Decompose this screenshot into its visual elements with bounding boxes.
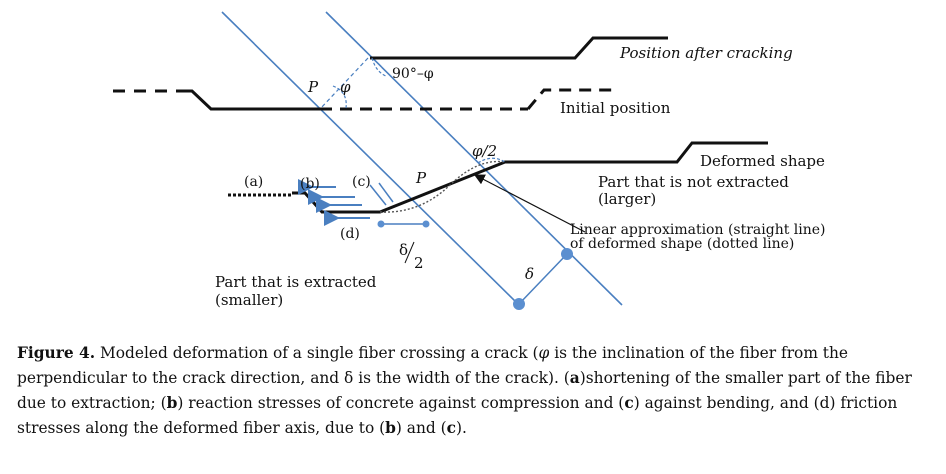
dimension-delta-dot-lower [513, 298, 525, 310]
label-d: (d) [340, 226, 360, 242]
label-delta: δ [525, 265, 534, 283]
label-linear-approx-2: of deformed shape (dotted line) [570, 236, 794, 252]
caption-text-8: ). [456, 419, 467, 437]
label-p-lower: P [415, 169, 427, 187]
label-delta-half-num: δ [399, 241, 408, 259]
label-extracted-1: Part that is extracted [215, 273, 377, 291]
label-initial-position: Initial position [560, 99, 671, 117]
fiber-crack-diagram: Position after cracking Initial position… [113, 11, 826, 310]
caption-text-2: is the inclination of the fiber from the… [17, 344, 849, 387]
delta-half-fraction-slash [404, 241, 415, 264]
caption-text-7: ) and ( [395, 419, 447, 437]
label-a: (a) [244, 174, 263, 190]
dimension-delta-dot-upper [561, 248, 573, 260]
dimension-dot-right [422, 220, 430, 228]
caption-figure-label: Figure 4. [17, 344, 96, 362]
caption-text-6: ) friction stresses along the deformed f… [17, 394, 898, 437]
label-c: (c) [352, 174, 371, 190]
leader-line-linear-approx [473, 174, 586, 233]
angle-arc-phi [332, 85, 347, 109]
label-not-extracted-1: Part that is not extracted [598, 173, 789, 191]
caption-ref-c: c [624, 394, 634, 412]
label-90-minus-phi: 90°–φ [392, 66, 434, 82]
caption-text-5: ) against bending, and ( [633, 394, 820, 412]
crack-line-left [221, 11, 520, 306]
fiber-initial-solid [180, 89, 320, 111]
label-phi: φ [340, 78, 351, 96]
fiber-deformed-curve-dotted [379, 160, 506, 213]
caption-text-4: ) reaction stresses of concrete against … [177, 394, 625, 412]
crack-line-right [325, 11, 623, 306]
angle-arc-90-minus-phi [371, 57, 387, 77]
label-p-upper: P [307, 78, 319, 96]
dimension-dot-left [377, 220, 385, 228]
figure-caption: Figure 4. Modeled deformation of a singl… [17, 341, 935, 441]
fiber-position-after-cracking [370, 36, 668, 60]
caption-text-3: )shortening of the smaller part of the f… [17, 369, 912, 412]
fiber-initial-dashed-step [526, 88, 616, 110]
label-b: (b) [300, 176, 320, 192]
label-position-after-cracking: Position after cracking [619, 44, 793, 62]
label-delta-half-den: 2 [414, 254, 424, 272]
label-deformed-shape: Deformed shape [700, 152, 825, 170]
dimension-delta [518, 253, 568, 305]
caption-ref-d: d [819, 394, 830, 412]
caption-phi: φ [538, 344, 550, 362]
arrow-c-1 [369, 184, 387, 206]
vertical-reference-dashed [319, 57, 369, 110]
arrow-c-2 [378, 182, 394, 203]
label-linear-approx-1: Linear approximation (straight line) [570, 222, 826, 238]
caption-ref-b: b [166, 394, 178, 412]
angle-arc-phi-half [477, 157, 506, 164]
caption-ref-c-2: c [446, 419, 457, 437]
caption-ref-b-2: b [385, 419, 396, 437]
caption-text-1: Modeled deformation of a single fiber cr… [95, 344, 539, 362]
fiber-deformed-shape [292, 141, 768, 214]
label-phi-half: φ/2 [472, 142, 497, 160]
label-extracted-2: (smaller) [215, 291, 283, 309]
caption-ref-a: a [569, 369, 580, 387]
label-not-extracted-2: (larger) [598, 190, 656, 208]
